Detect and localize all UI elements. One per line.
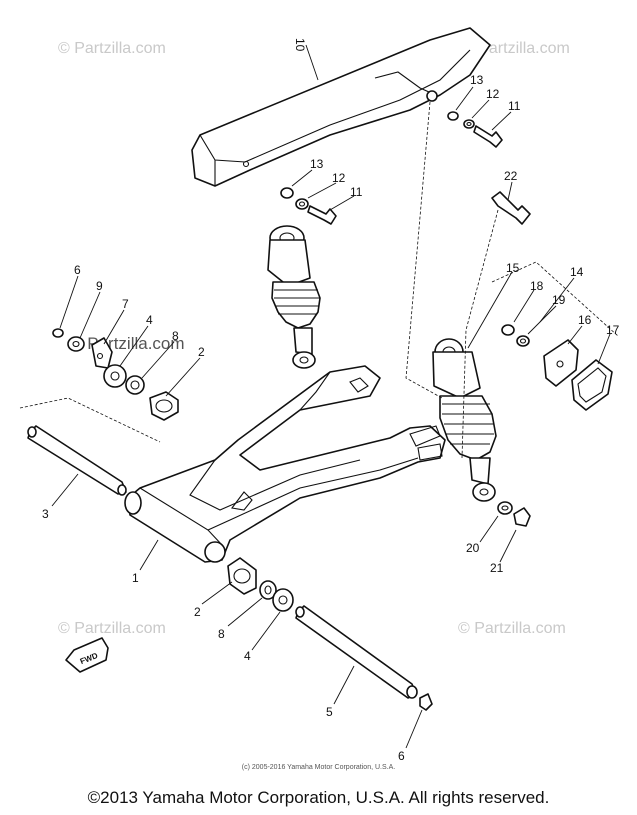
callout-22: 22 xyxy=(504,169,518,183)
callout-19: 19 xyxy=(552,293,566,307)
callout-15: 15 xyxy=(506,261,520,275)
washer-cap-20-21 xyxy=(497,501,531,527)
callout-2-upper: 2 xyxy=(198,345,205,359)
bracket-line-left xyxy=(19,397,161,443)
watermark-bottom-left: © Partzilla.com xyxy=(58,620,166,637)
callout-13-upper: 13 xyxy=(470,73,484,87)
callout-2-lower: 2 xyxy=(194,605,201,619)
callout-18: 18 xyxy=(530,279,544,293)
footer-copyright: ©2013 Yamaha Motor Corporation, U.S.A. A… xyxy=(87,788,550,807)
bolt-group-lower xyxy=(280,187,337,225)
callout-11-upper: 11 xyxy=(508,99,521,113)
callout-12-upper: 12 xyxy=(486,87,500,101)
pivot-group-lower xyxy=(227,557,433,711)
bracket-line-right xyxy=(491,261,619,337)
callout-7: 7 xyxy=(122,297,129,311)
callout-13-lower: 13 xyxy=(310,157,324,171)
callout-11-lower: 11 xyxy=(350,185,363,199)
callout-4-lower: 4 xyxy=(244,649,251,663)
callouts: 10 13 12 11 13 12 11 22 15 14 18 19 16 1… xyxy=(42,38,620,763)
forward-arrow-icon: FWD xyxy=(65,637,109,673)
dash-link-1 xyxy=(405,101,443,399)
callout-3: 3 xyxy=(42,507,49,521)
callout-4-upper: 4 xyxy=(146,313,153,327)
shock-absorber-right xyxy=(432,338,497,502)
callout-8-upper: 8 xyxy=(172,329,179,343)
callout-21: 21 xyxy=(490,561,504,575)
callout-9: 9 xyxy=(96,279,103,293)
reflector-assembly xyxy=(501,324,613,411)
callout-6-upper: 6 xyxy=(74,263,81,277)
callout-12-lower: 12 xyxy=(332,171,346,185)
callout-8-lower: 8 xyxy=(218,627,225,641)
callout-20: 20 xyxy=(466,541,480,555)
watermark-bottom-right: © Partzilla.com xyxy=(458,620,566,637)
shock-absorber-left xyxy=(267,225,321,369)
pivot-shaft-3 xyxy=(27,425,127,496)
callout-5: 5 xyxy=(326,705,333,719)
swing-arm xyxy=(124,365,446,563)
watermark-top-left: © Partzilla.com xyxy=(58,40,166,57)
callout-1: 1 xyxy=(132,571,139,585)
callout-14: 14 xyxy=(570,265,584,279)
bolt-22 xyxy=(491,191,531,225)
callout-6-lower: 6 xyxy=(398,749,405,763)
chain-case xyxy=(191,27,491,187)
small-copyright: (c) 2005-2016 Yamaha Motor Corporation, … xyxy=(241,764,396,771)
dash-link-2 xyxy=(461,209,499,459)
bolt-group-upper xyxy=(447,111,503,148)
callout-16: 16 xyxy=(578,313,592,327)
callout-10: 10 xyxy=(293,38,307,52)
leader-lines xyxy=(51,44,611,749)
callout-17: 17 xyxy=(606,323,620,337)
pivot-group-left xyxy=(52,328,179,421)
